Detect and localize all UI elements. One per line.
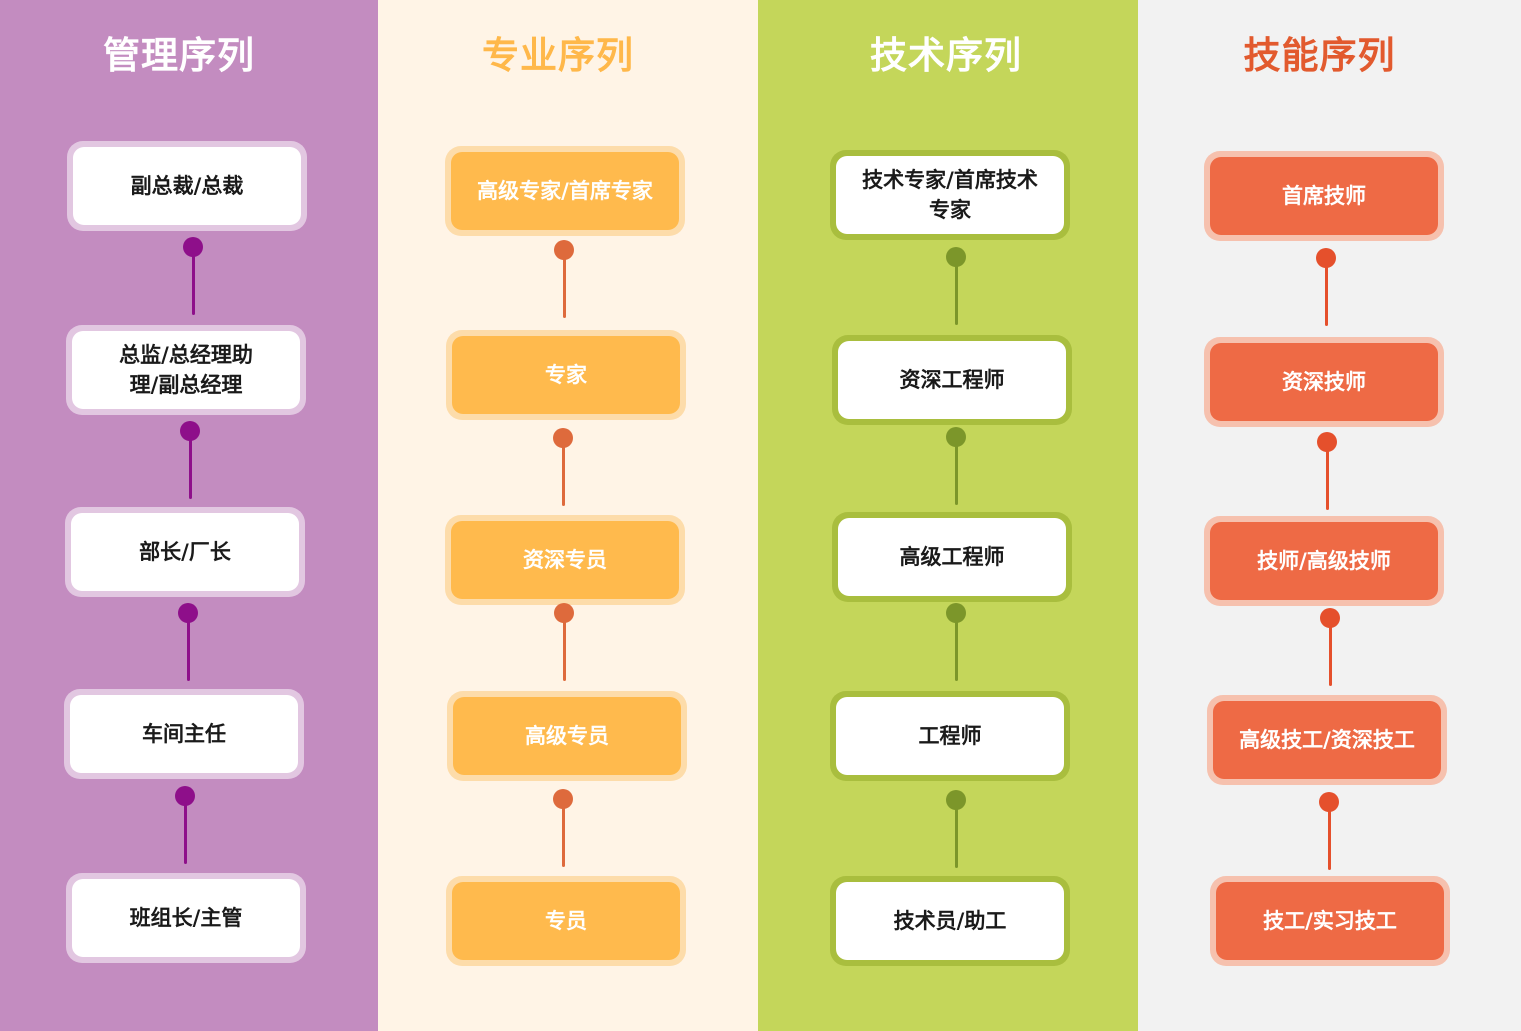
connector [552,428,574,508]
connector [945,427,967,507]
node-label: 首席技师 [1210,157,1438,235]
node-label: 专家 [452,336,680,414]
column-title-management: 管理序列 [103,34,255,77]
connector [182,237,204,317]
connector [945,790,967,870]
node-chief-technician: 首席技师 [1204,151,1444,241]
node-label: 工程师 [836,697,1064,775]
connector-line [189,437,192,499]
technical-column: 技术序列 技术专家/首席技术专家 资深工程师 高级工程师 工程师 技术员/助工 [758,0,1138,1031]
connector-dot [946,427,966,447]
connector-dot [178,603,198,623]
column-title-professional: 专业序列 [482,34,634,77]
connector-dot [946,247,966,267]
node-label: 高级工程师 [838,518,1066,596]
connector [1315,248,1337,328]
connector [552,789,574,869]
connector-dot [946,603,966,623]
node-technician-advanced-technician: 技师/高级技师 [1204,516,1444,606]
connector-line [955,806,958,868]
node-specialist: 专员 [446,876,686,966]
connector-line [562,805,565,867]
connector-dot [553,428,573,448]
node-tech-expert-chief: 技术专家/首席技术专家 [830,150,1070,240]
connector-dot [1320,608,1340,628]
connector [179,421,201,501]
node-technician-assistant: 技术员/助工 [830,876,1070,966]
connector-dot [183,237,203,257]
node-label: 资深工程师 [838,341,1066,419]
node-advanced-engineer: 高级工程师 [832,512,1072,602]
node-label: 高级专员 [453,697,681,775]
node-engineer: 工程师 [830,691,1070,781]
node-label: 班组长/主管 [72,879,300,957]
connector [1316,432,1338,512]
node-label: 资深专员 [451,521,679,599]
node-label: 高级专家/首席专家 [451,152,679,230]
connector [177,603,199,683]
connector [174,786,196,866]
connector-dot [554,603,574,623]
node-team-leader-supervisor: 班组长/主管 [66,873,306,963]
connector [1318,792,1340,872]
node-expert: 专家 [446,330,686,420]
connector-line [563,619,566,681]
node-director-gm-assistant: 总监/总经理助理/副总经理 [66,325,306,415]
connector-line [562,444,565,506]
connector-line [192,253,195,315]
connector-line [187,619,190,681]
connector-line [955,619,958,681]
node-label: 车间主任 [70,695,298,773]
node-label: 部长/厂长 [71,513,299,591]
connector-dot [553,789,573,809]
node-vp-president: 副总裁/总裁 [67,141,307,231]
connector-line [184,802,187,864]
node-minister-factory-director: 部长/厂长 [65,507,305,597]
connector-dot [1319,792,1339,812]
connector-line [955,263,958,325]
connector-line [1326,448,1329,510]
node-advanced-specialist: 高级专员 [447,691,687,781]
connector-dot [180,421,200,441]
node-senior-technician: 资深技师 [1204,337,1444,427]
column-title-skill: 技能序列 [1243,34,1396,77]
management-column: 管理序列 副总裁/总裁 总监/总经理助理/副总经理 部长/厂长 车间主任 班组长… [0,0,378,1031]
connector-line [955,443,958,505]
node-senior-engineer: 资深工程师 [832,335,1072,425]
column-title-technical: 技术序列 [870,34,1022,77]
node-workshop-director: 车间主任 [64,689,304,779]
connector-dot [554,240,574,260]
connector-line [1329,624,1332,686]
connector-dot [175,786,195,806]
node-label: 总监/总经理助理/副总经理 [72,331,300,409]
connector [1319,608,1341,688]
node-advanced-senior-worker: 高级技工/资深技工 [1207,695,1447,785]
connector-dot [946,790,966,810]
node-label: 专员 [452,882,680,960]
node-label: 技术员/助工 [836,882,1064,960]
connector [553,240,575,320]
node-label: 副总裁/总裁 [73,147,301,225]
connector [945,603,967,683]
skill-column: 技能序列 首席技师 资深技师 技师/高级技师 高级技工/资深技工 技工/实习技工 [1138,0,1521,1031]
node-label: 资深技师 [1210,343,1438,421]
node-worker-intern: 技工/实习技工 [1210,876,1450,966]
connector-line [1325,264,1328,326]
connector [945,247,967,327]
connector-line [1328,808,1331,870]
professional-column: 专业序列 高级专家/首席专家 专家 资深专员 高级专员 专员 [378,0,758,1031]
node-label: 高级技工/资深技工 [1213,701,1441,779]
connector-dot [1317,432,1337,452]
node-label: 技师/高级技师 [1210,522,1438,600]
connector-line [563,256,566,318]
connector [553,603,575,683]
node-senior-chief-expert: 高级专家/首席专家 [445,146,685,236]
node-label: 技工/实习技工 [1216,882,1444,960]
node-label: 技术专家/首席技术专家 [836,156,1064,234]
node-senior-specialist: 资深专员 [445,515,685,605]
connector-dot [1316,248,1336,268]
